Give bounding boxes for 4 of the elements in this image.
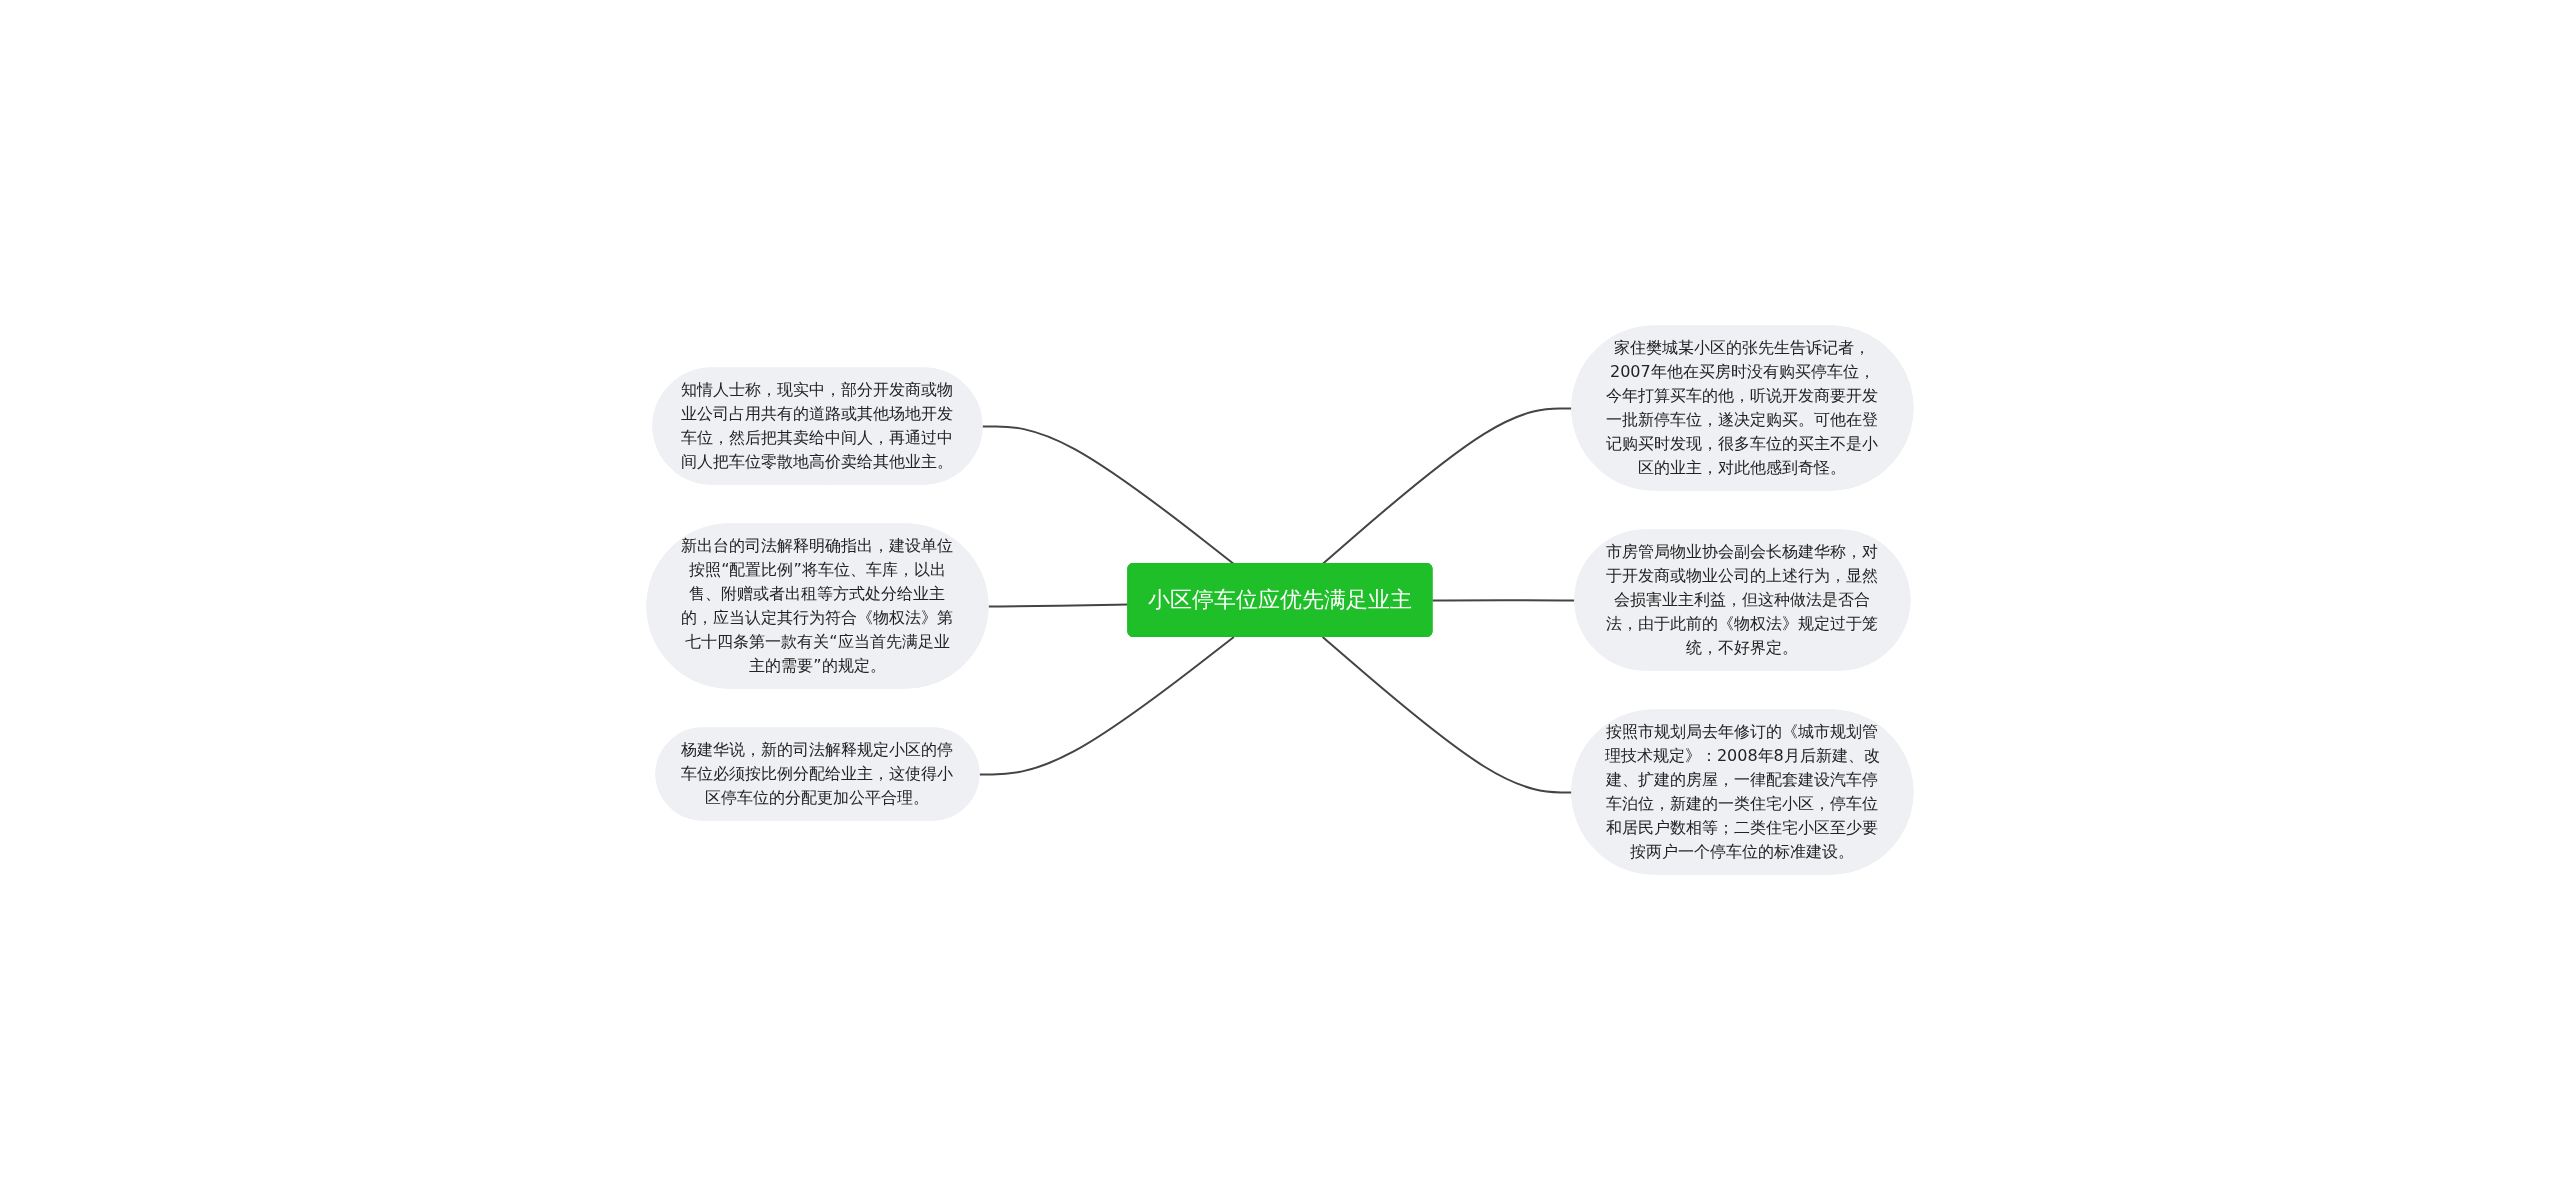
connector bbox=[981, 425, 1235, 565]
connector bbox=[1431, 599, 1577, 602]
connector bbox=[978, 636, 1235, 776]
connector bbox=[987, 603, 1130, 608]
